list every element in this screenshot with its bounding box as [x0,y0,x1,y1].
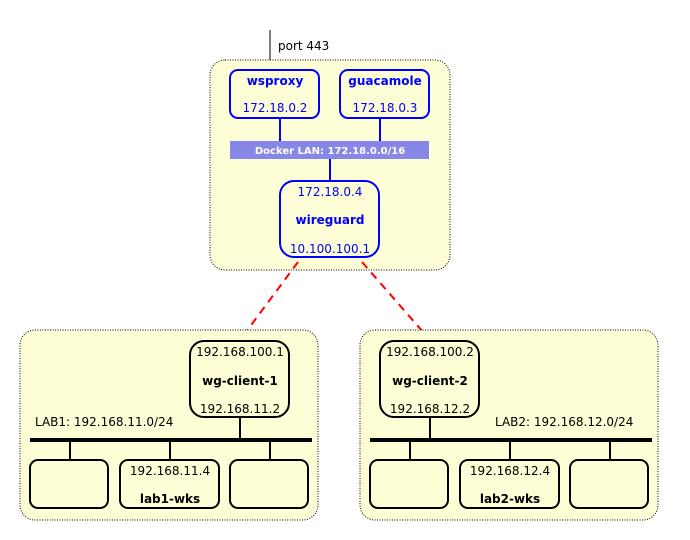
wsproxy-node [229,69,320,119]
docker-lan-bar [230,141,429,159]
wireguard-name: wireguard [296,213,365,227]
tunnel-lab2 [361,261,431,341]
wg-client-2-ip-top: 192.168.100.2 [386,345,474,359]
wsproxy-ip: 172.18.0.2 [243,101,308,115]
lab2-host-empty [569,459,649,509]
wireguard-node [279,180,380,258]
wsproxy-name: wsproxy [247,74,304,88]
tunnel-lab1 [239,261,299,341]
wg-client-2-ip-bottom: 192.168.12.2 [390,402,470,416]
lab1-wks-ip: 192.168.11.4 [130,464,210,478]
lab1-host-empty [229,459,309,509]
lab2-host-empty [369,459,449,509]
guacamole-node [339,69,430,119]
lab1-host-empty [29,459,109,509]
wg-client-1-ip-top: 192.168.100.1 [196,345,284,359]
wg-client-1-name: wg-client-1 [202,374,278,388]
lab1-container: 192.168.100.1 wg-client-1 192.168.11.2 1… [19,329,319,521]
port-label: port 443 [278,39,329,53]
guacamole-ip: 172.18.0.3 [353,101,418,115]
lab2-container: 192.168.100.2 wg-client-2 192.168.12.2 1… [359,329,659,521]
lab1-wks-name: lab1-wks [140,492,200,506]
lab1-lan-label: LAB1: 192.168.11.0/24 [35,415,173,429]
lab2-wks-name: lab2-wks [480,492,540,506]
wireguard-ip-top: 172.18.0.4 [298,185,363,199]
lab2-lan-label: LAB2: 192.168.12.0/24 [495,415,633,429]
wg-client-1-ip-bottom: 192.168.11.2 [200,402,280,416]
guacamole-name: guacamole [348,74,421,88]
lab2-wks-ip: 192.168.12.4 [470,464,550,478]
wg-client-2-name: wg-client-2 [392,374,468,388]
docker-lan-label: Docker LAN: 172.18.0.0/16 [255,146,405,157]
wireguard-ip-bottom: 10.100.100.1 [290,242,370,256]
